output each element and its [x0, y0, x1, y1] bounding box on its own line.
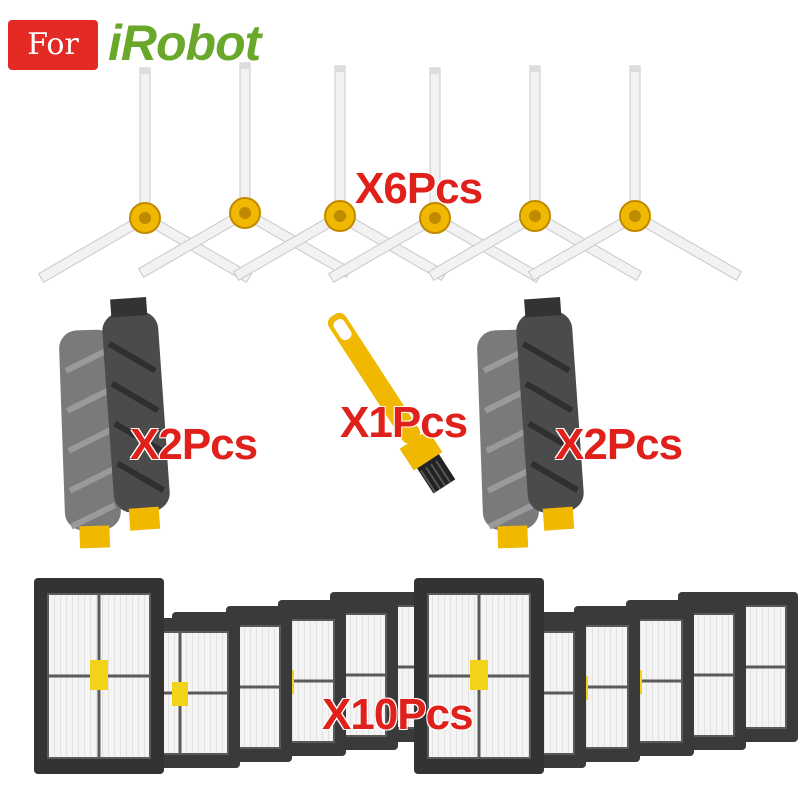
side-brush — [37, 67, 253, 284]
filter-group — [34, 578, 800, 774]
side-brush — [527, 65, 743, 282]
side-brush-quantity: X6Pcs — [355, 164, 483, 213]
roller-left-quantity: X2Pcs — [130, 420, 258, 469]
side-brush — [137, 62, 353, 279]
for-badge: For — [8, 20, 98, 70]
filter-quantity: X10Pcs — [322, 690, 474, 739]
brand-logo: iRobot — [108, 15, 261, 71]
cleaning-tool — [327, 312, 456, 494]
roller-right-quantity: X2Pcs — [555, 420, 683, 469]
cleaning-tool-quantity: X1Pcs — [340, 398, 468, 447]
